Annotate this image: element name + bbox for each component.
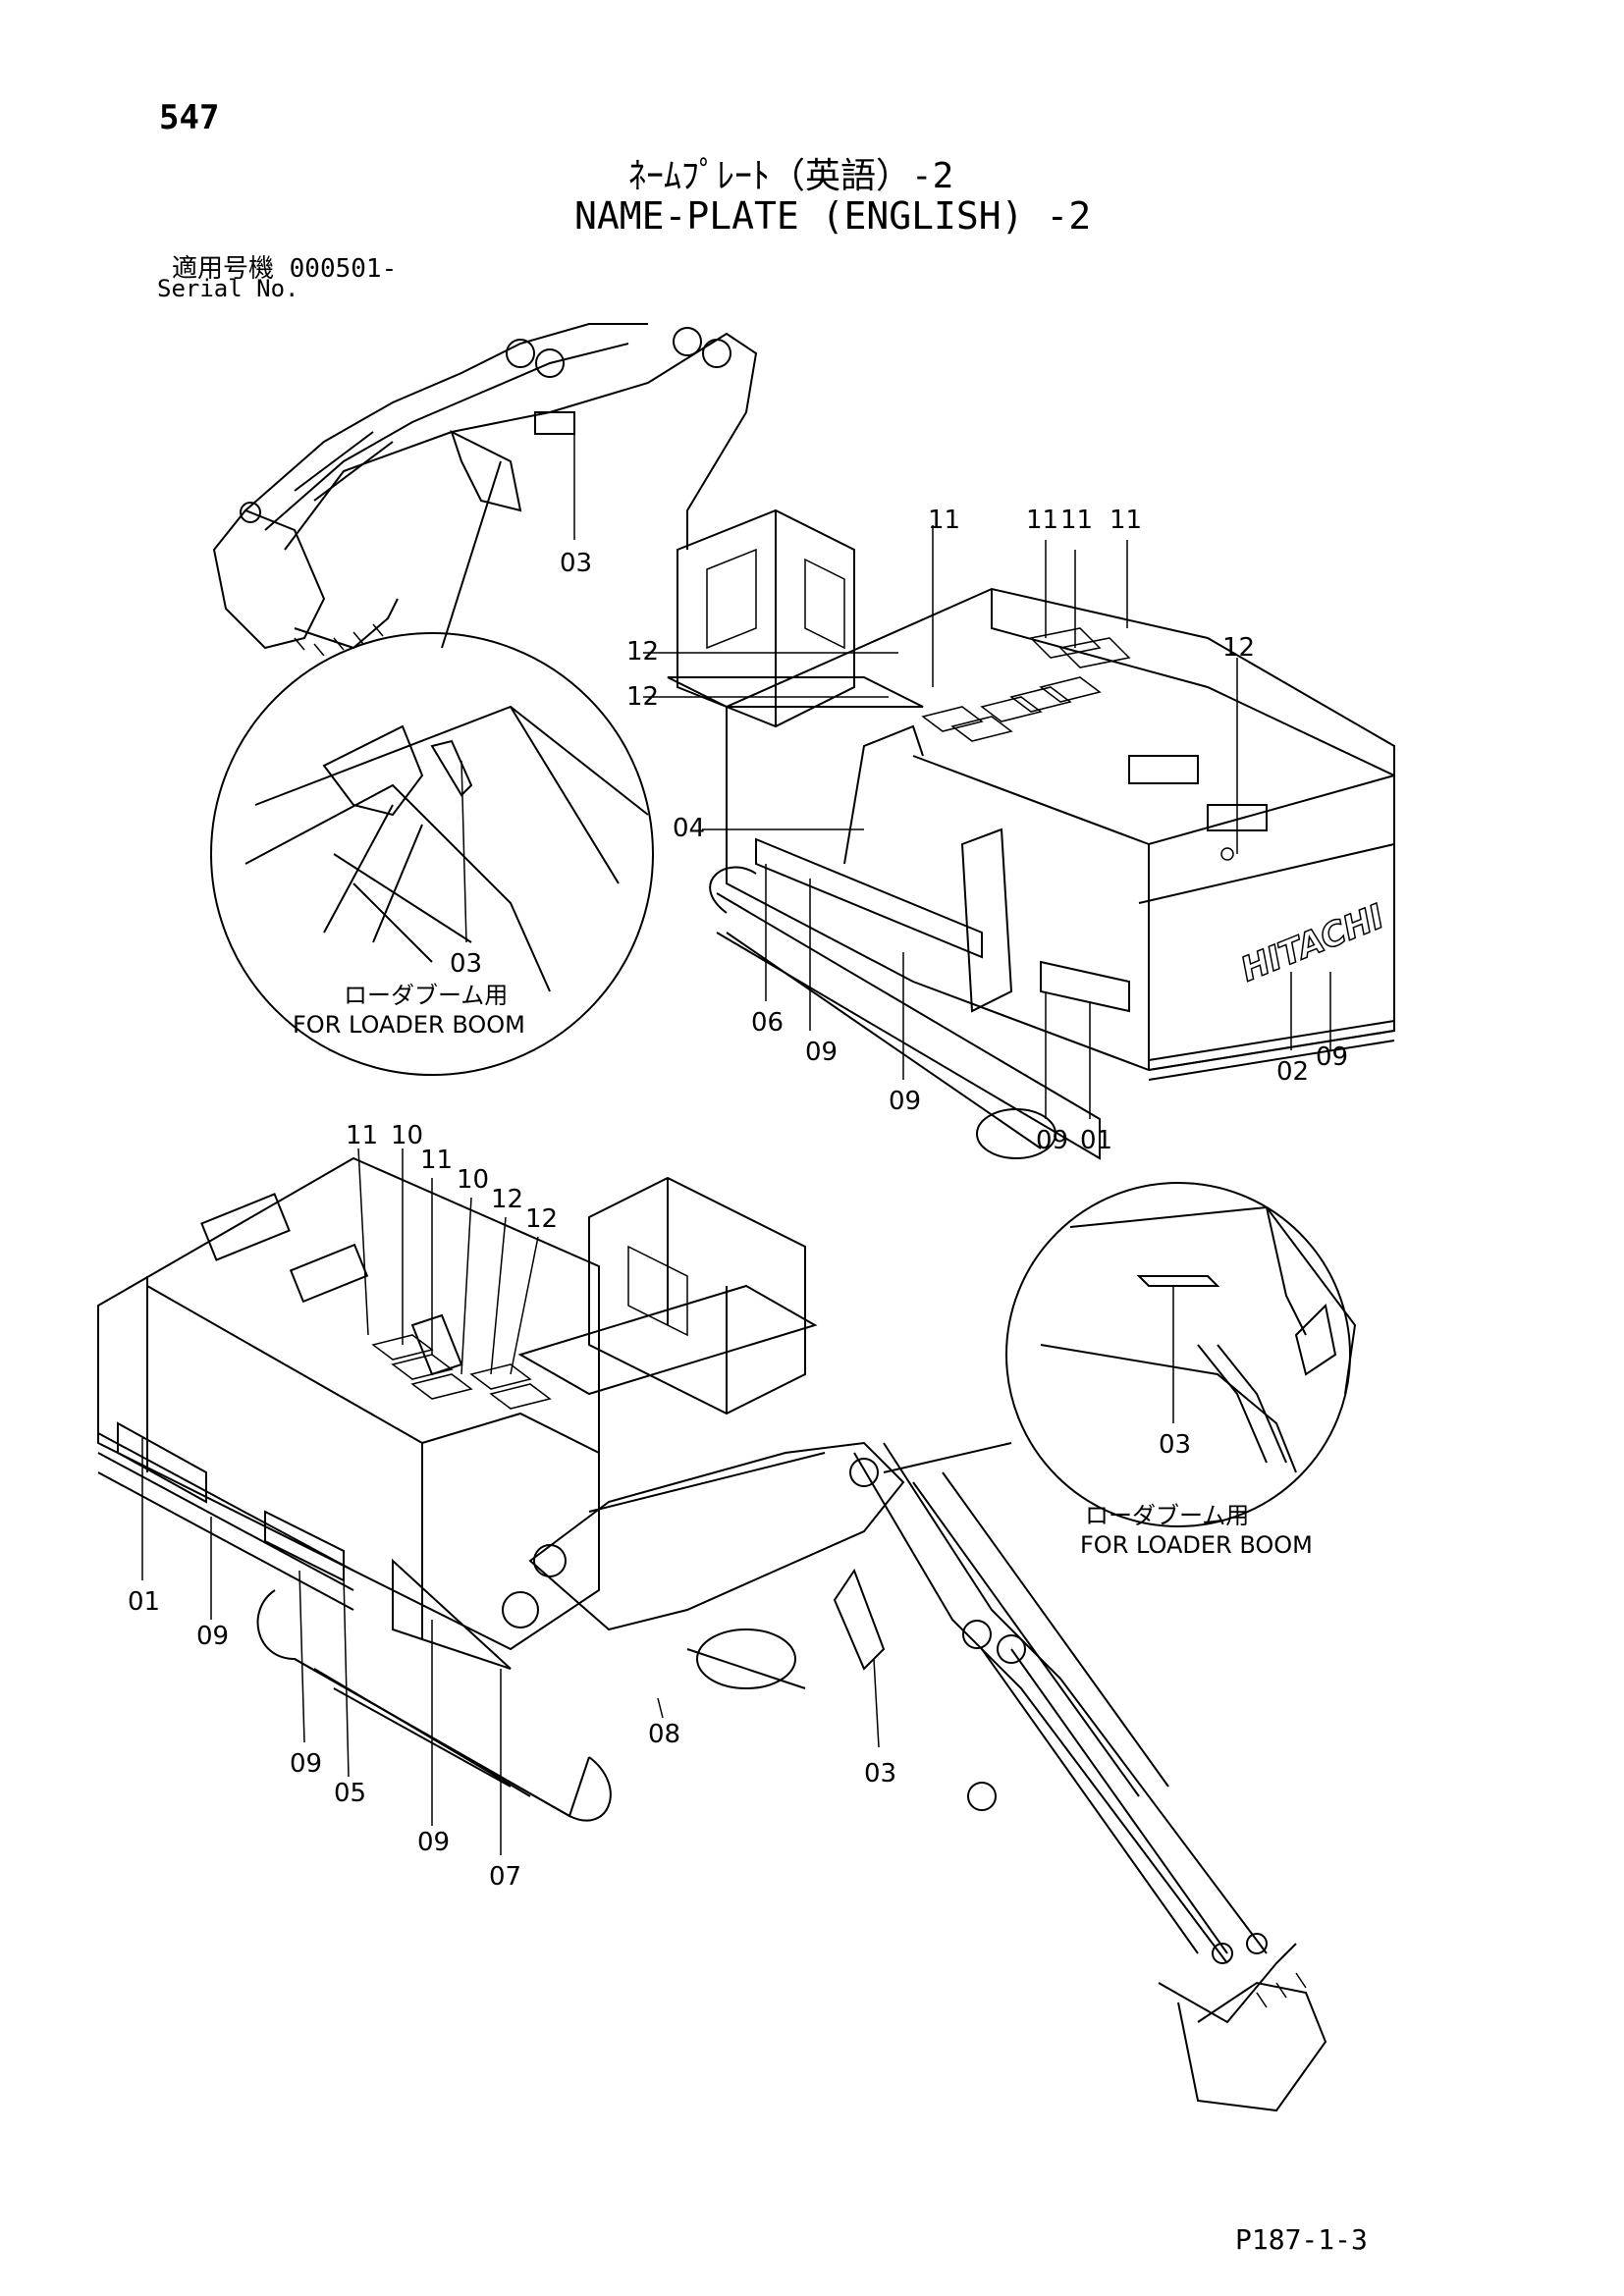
callout-09-c: 09 — [1036, 1126, 1068, 1155]
page-number: 547 — [159, 98, 220, 137]
detail1-note-en: FOR LOADER BOOM — [293, 1011, 525, 1039]
detail-circle-loader-boom-1 — [210, 460, 654, 1076]
callout-09-f: 09 — [290, 1749, 322, 1779]
callout-06: 06 — [751, 1008, 784, 1038]
footer-code: P187-1-3 — [1235, 2223, 1368, 2256]
callout-12-a: 12 — [626, 637, 659, 667]
callout-09-g: 09 — [417, 1828, 450, 1857]
callout-03-detail1: 03 — [450, 949, 482, 979]
detail-circle-loader-boom-2 — [883, 1182, 1357, 1527]
detail1-note-jp: ローダブーム用 — [344, 982, 508, 1009]
callout-11-b: 11 — [1026, 506, 1058, 535]
brand-mark: HITACHI — [1235, 897, 1389, 989]
callout-07: 07 — [489, 1862, 521, 1892]
callout-03-top: 03 — [560, 549, 592, 578]
serial-label-japanese: 適用号機 000501- — [172, 254, 398, 284]
callout-labels: 03 11 11 11 11 12 12 12 04 06 09 09 09 0… — [128, 506, 1348, 1892]
detail2-note-en: FOR LOADER BOOM — [1080, 1531, 1313, 1559]
callout-03-detail2: 03 — [1159, 1430, 1191, 1460]
detail-notes: ローダブーム用 FOR LOADER BOOM ローダブーム用 FOR LOAD… — [293, 982, 1313, 1559]
callout-11-a: 11 — [928, 506, 960, 535]
callout-02: 02 — [1276, 1057, 1309, 1087]
callout-09-e: 09 — [196, 1622, 229, 1651]
leader-lines — [141, 422, 1331, 1855]
callout-09-b: 09 — [889, 1087, 921, 1116]
detail2-note-jp: ローダブーム用 — [1085, 1502, 1249, 1529]
callout-08: 08 — [648, 1720, 680, 1749]
title-english: NAME-PLATE (ENGLISH) -2 — [574, 194, 1092, 238]
lower-excavator-drawing — [97, 1156, 1327, 2112]
callout-11-d: 11 — [1110, 506, 1142, 535]
callout-12-e: 12 — [525, 1204, 558, 1234]
callout-12-b: 12 — [626, 682, 659, 712]
callout-01-b: 01 — [128, 1587, 160, 1617]
callout-01-a: 01 — [1080, 1126, 1112, 1155]
callout-11-f: 11 — [420, 1146, 453, 1175]
callout-05: 05 — [334, 1779, 366, 1808]
callout-03-lower: 03 — [864, 1759, 896, 1789]
callout-09-a: 09 — [805, 1038, 838, 1067]
callout-11-c: 11 — [1060, 506, 1093, 535]
callout-10-b: 10 — [457, 1165, 489, 1195]
callout-12-d: 12 — [491, 1185, 523, 1214]
serial-label-english: Serial No. — [157, 275, 299, 302]
callout-04: 04 — [673, 814, 705, 843]
callout-09-d: 09 — [1316, 1042, 1348, 1072]
title-japanese: ﾈｰﾑﾌﾟﾚｰﾄ（英語）-2 — [628, 156, 954, 196]
callout-11-e: 11 — [346, 1121, 378, 1150]
callout-10-a: 10 — [391, 1121, 423, 1150]
callout-12-c: 12 — [1222, 633, 1255, 663]
